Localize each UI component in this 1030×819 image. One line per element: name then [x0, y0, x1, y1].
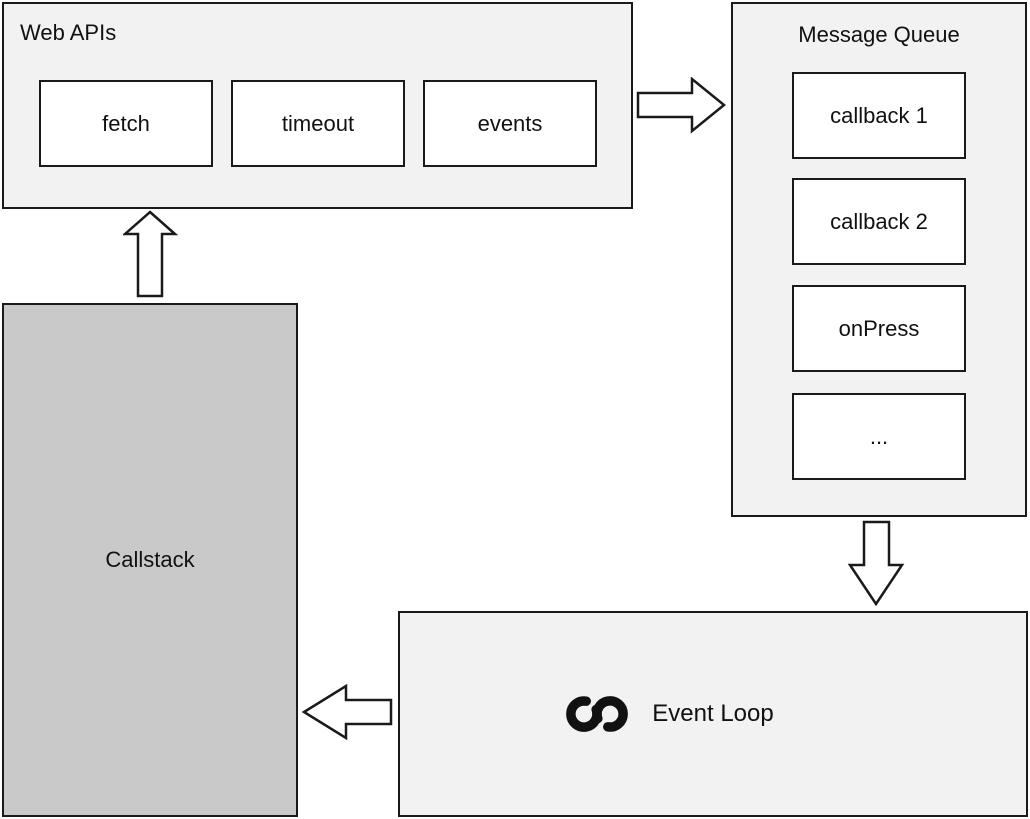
node-timeout: timeout	[231, 80, 405, 167]
message-queue-panel: Message Queue callback 1 callback 2 onPr…	[731, 2, 1027, 517]
event-loop-content: Event Loop	[564, 695, 774, 733]
node-events: events	[423, 80, 597, 167]
web-apis-title: Web APIs	[20, 20, 117, 45]
node-callback-1: callback 1	[792, 72, 966, 159]
arrow-web-apis-to-message-queue-icon	[636, 77, 726, 134]
node-ellipsis: ...	[792, 393, 966, 480]
message-queue-title: Message Queue	[798, 22, 960, 47]
node-onpress: onPress	[792, 285, 966, 372]
node-fetch: fetch	[39, 80, 213, 167]
event-loop-panel: Event Loop	[398, 611, 1028, 817]
arrow-message-queue-to-event-loop-icon	[848, 520, 905, 607]
web-apis-panel: Web APIs fetch timeout events	[2, 2, 633, 209]
arrow-callstack-to-web-apis-icon	[123, 210, 178, 298]
callstack-panel: Callstack	[2, 303, 298, 817]
callstack-title: Callstack	[105, 547, 195, 572]
infinity-icon	[566, 696, 629, 732]
event-loop-title: Event Loop	[652, 700, 774, 727]
node-callback-2: callback 2	[792, 178, 966, 265]
arrow-event-loop-to-callstack-icon	[302, 684, 393, 741]
